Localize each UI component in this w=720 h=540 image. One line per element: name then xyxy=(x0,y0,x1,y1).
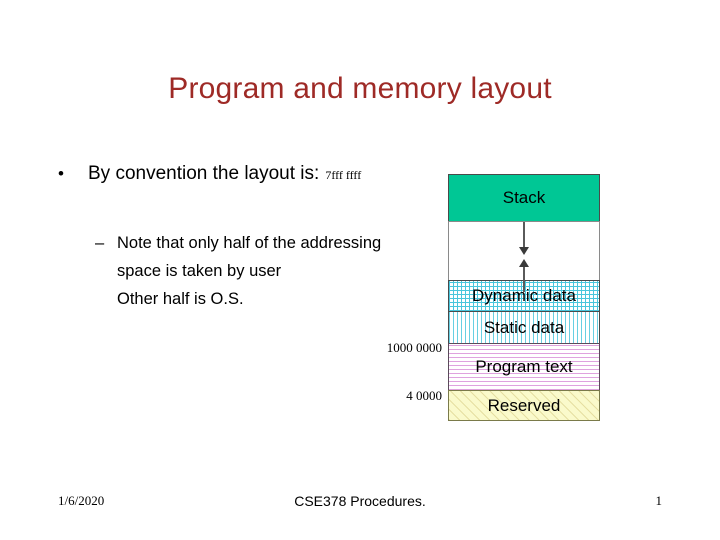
memory-segment-program-text: Program text xyxy=(448,343,600,391)
footer-date: 1/6/2020 xyxy=(58,493,105,508)
sub-bullet-marker-icon: – xyxy=(95,234,105,252)
stack-grows-down-arrow-icon xyxy=(519,247,529,255)
heap-grows-up-arrow-icon xyxy=(519,259,529,267)
memory-segment-stack: Stack xyxy=(448,174,600,222)
bullet-marker-icon: • xyxy=(58,164,64,183)
memory-segment-stack-label: Stack xyxy=(502,188,546,207)
bullet-text: By convention the layout is: xyxy=(88,163,320,184)
memory-segment-static-data-label: Static data xyxy=(483,317,565,337)
memory-segment-reserved: Reserved xyxy=(448,390,600,421)
sub-bullet-line-1: Note that only half of the addressing xyxy=(117,234,382,252)
bullet-item-layout: • By convention the layout is: 7fff ffff xyxy=(58,161,458,188)
memory-segment-dynamic-data-label: Dynamic data xyxy=(472,286,576,305)
memory-segment-reserved-label: Reserved xyxy=(487,395,561,415)
memory-segment-static-data: Static data xyxy=(448,311,600,344)
sub-bullet-line-3: Other half is O.S. xyxy=(117,290,244,308)
sub-bullet-line-2: space is taken by user xyxy=(117,262,282,280)
heap-grows-up-arrow-shaft xyxy=(523,266,525,292)
sub-bullet-group: –Note that only half of the addressing s… xyxy=(95,229,465,313)
address-label-reserved-boundary: 4 0000 xyxy=(406,388,442,403)
memory-segment-program-text-label: Program text xyxy=(475,357,573,376)
footer-page-number: 1 xyxy=(655,493,663,508)
footer-note: CSE378 Procedures. xyxy=(294,493,426,509)
address-label-top: 7fff ffff xyxy=(325,168,362,182)
address-label-static-boundary: 1000 0000 xyxy=(386,340,442,355)
stack-grows-down-arrow-shaft xyxy=(523,222,525,248)
memory-layout-diagram: Stack Dynamic data Static data Program t… xyxy=(448,174,600,421)
page-title: Program and memory layout xyxy=(168,72,552,105)
